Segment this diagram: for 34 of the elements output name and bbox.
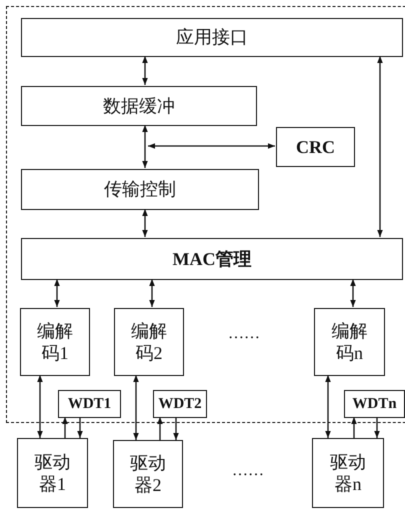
dashed-region xyxy=(6,6,405,423)
process-box: WDT2 xyxy=(153,390,207,418)
process-box: 驱动器1 xyxy=(17,438,88,508)
arrow xyxy=(325,375,331,438)
ellipsis: …… xyxy=(232,462,264,480)
arrow xyxy=(54,279,60,307)
process-box: 应用接口 xyxy=(21,18,403,57)
arrow xyxy=(142,56,148,85)
process-box: CRC xyxy=(276,127,355,167)
process-box: WDTn xyxy=(344,390,405,418)
arrow xyxy=(148,143,275,149)
arrow xyxy=(157,417,163,440)
arrow xyxy=(149,279,155,307)
arrow xyxy=(351,417,357,438)
process-box: 驱动器n xyxy=(312,438,384,508)
arrow xyxy=(77,417,83,438)
arrow xyxy=(37,375,43,438)
arrow xyxy=(374,417,380,438)
arrow xyxy=(350,279,356,307)
arrow xyxy=(173,417,179,440)
process-box: 编解码2 xyxy=(114,308,184,376)
process-box: 数据缓冲 xyxy=(21,86,257,126)
process-box: 编解码1 xyxy=(20,308,90,376)
arrow xyxy=(142,125,148,168)
arrow xyxy=(142,209,148,237)
process-box: 传输控制 xyxy=(21,169,259,210)
process-box: WDT1 xyxy=(58,390,121,418)
arrow xyxy=(377,56,383,237)
arrow xyxy=(62,417,68,438)
ellipsis: …… xyxy=(228,325,260,343)
process-box: MAC管理 xyxy=(21,238,403,280)
arrow xyxy=(133,375,139,440)
process-box: 驱动器2 xyxy=(113,440,183,508)
process-box: 编解码n xyxy=(314,308,385,376)
